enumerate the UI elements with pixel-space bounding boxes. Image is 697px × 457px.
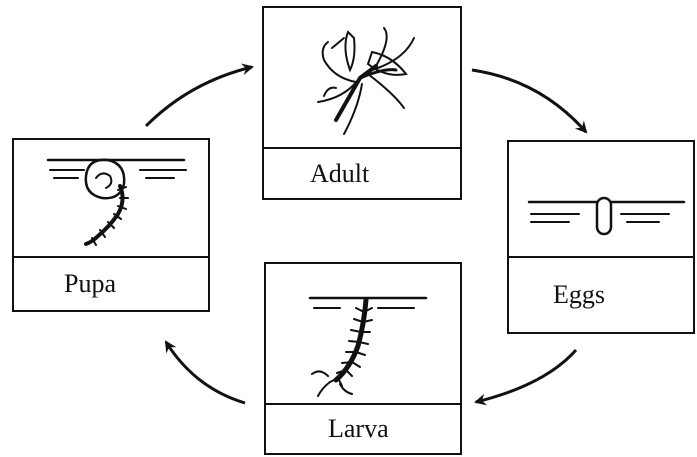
arrow-pupa-to-adult bbox=[146, 67, 252, 126]
stage-label: Eggs bbox=[509, 256, 693, 332]
pupa-icon bbox=[14, 140, 208, 258]
stage-label: Larva bbox=[266, 403, 460, 453]
stage-adult: Adult bbox=[262, 6, 462, 200]
stage-label: Pupa bbox=[14, 256, 208, 310]
arrow-adult-to-eggs bbox=[472, 70, 586, 132]
stage-label: Adult bbox=[264, 147, 460, 198]
arrow-eggs-to-larva bbox=[476, 350, 576, 402]
egg-raft-icon bbox=[509, 142, 693, 258]
mosquito-icon bbox=[264, 8, 460, 149]
stage-larva: Larva bbox=[264, 262, 462, 455]
stage-eggs: Eggs bbox=[507, 140, 695, 334]
arrow-larva-to-pupa bbox=[166, 342, 245, 403]
larva-icon bbox=[266, 264, 460, 405]
stage-pupa: Pupa bbox=[12, 138, 210, 312]
